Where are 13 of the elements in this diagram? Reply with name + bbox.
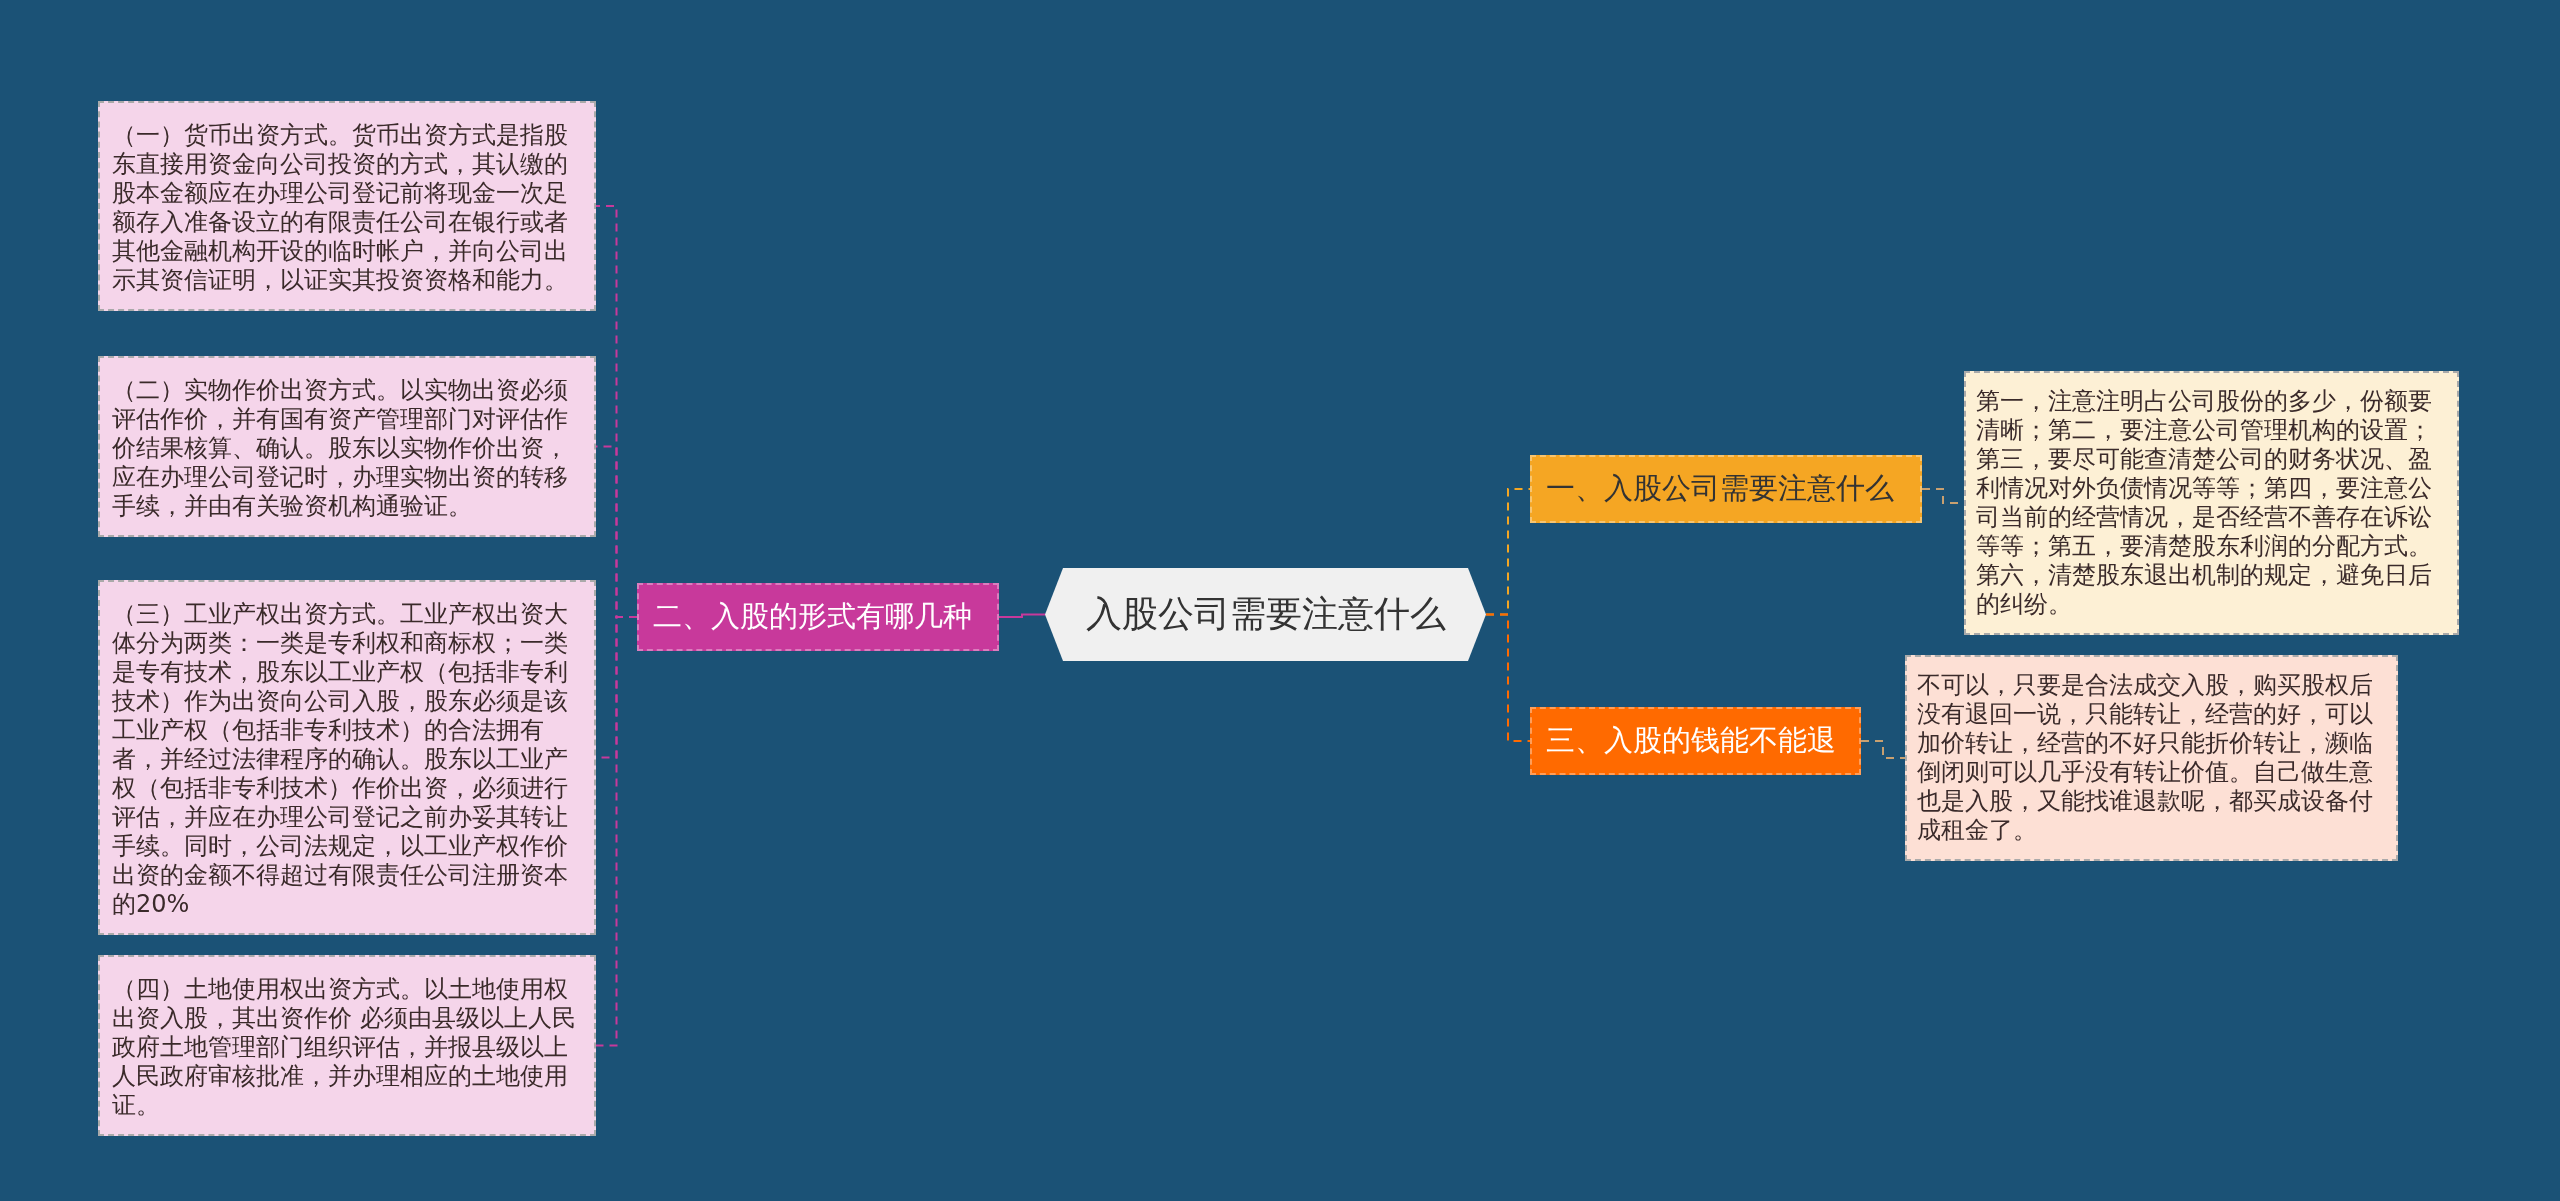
note-card: （二）实物作价出资方式。以实物出资必须评估作价，并有国有资产管理部门对评估作价结果核算、确认。股东以实物作价出资，应在办理公司登记时，办理实物出资的转移手续，并由有关验资机构通验证。 bbox=[98, 356, 596, 537]
note-card: 不可以，只要是合法成交入股，购买股权后没有退回一说，只能转让，经营的好，可以加价转让，经营的不好只能折价转让，濒临倒闭则可以几乎没有转让价值。自己做生意也是入股，又能找谁退款呢，都买成设备付成租金了。 bbox=[1905, 655, 2398, 861]
note-card: （四）土地使用权出资方式。以土地使用权出资入股，其出资作价 必须由县级以上人民政府土地管理部门组织评估，并报县级以上人民政府审核批准，并办理相应的土地使用证。 bbox=[98, 955, 596, 1136]
note-card: （三）工业产权出资方式。工业产权出资大体分为两类：一类是专利权和商标权；一类是专有技术，股东以工业产权（包括非专利技术）作为出资向公司入股，股东必须是该工业产权（包括非专利技术）的合法拥有者，并经过法律程序的确认。股东以工业产权（包括非专利技术）作价出资，必须进行评估，并应在办理公司登记之前办妥其转让手续。同时，公司法规定，以工业产权作价出资的金额不得超过有限责任公司注册资本的20% bbox=[98, 580, 596, 935]
topic-box: 一、入股公司需要注意什么 bbox=[1530, 455, 1922, 523]
connector-line bbox=[1485, 613, 1531, 742]
note-card: （一）货币出资方式。货币出资方式是指股东直接用资金向公司投资的方式，其认缴的股本金额应在办理公司登记前将现金一次足额存入准备设立的有限责任公司在银行或者其他金融机构开设的临时帐户，并向公司出示其资信证明，以证实其投资资格和能力。 bbox=[98, 101, 596, 311]
topic-box: 二、入股的形式有哪几种 bbox=[637, 583, 999, 651]
connector-line bbox=[998, 613, 1046, 618]
topic-box: 三、入股的钱能不能退 bbox=[1530, 707, 1861, 775]
connector-line bbox=[1860, 740, 1906, 759]
note-card: 第一，注意注明占公司股份的多少，份额要清晰；第二，要注意公司管理机构的设置；第三，要尽可能查清楚公司的财务状况、盈利情况对外负债情况等等；第四，要注意公司当前的经营情况，是否经营不善存在诉讼等等；第五，要清楚股东利润的分配方式。第六，清楚股东退出机制的规定，避免日后的纠纷。 bbox=[1964, 371, 2459, 635]
central-topic: 入股公司需要注意什么 bbox=[1045, 568, 1486, 661]
